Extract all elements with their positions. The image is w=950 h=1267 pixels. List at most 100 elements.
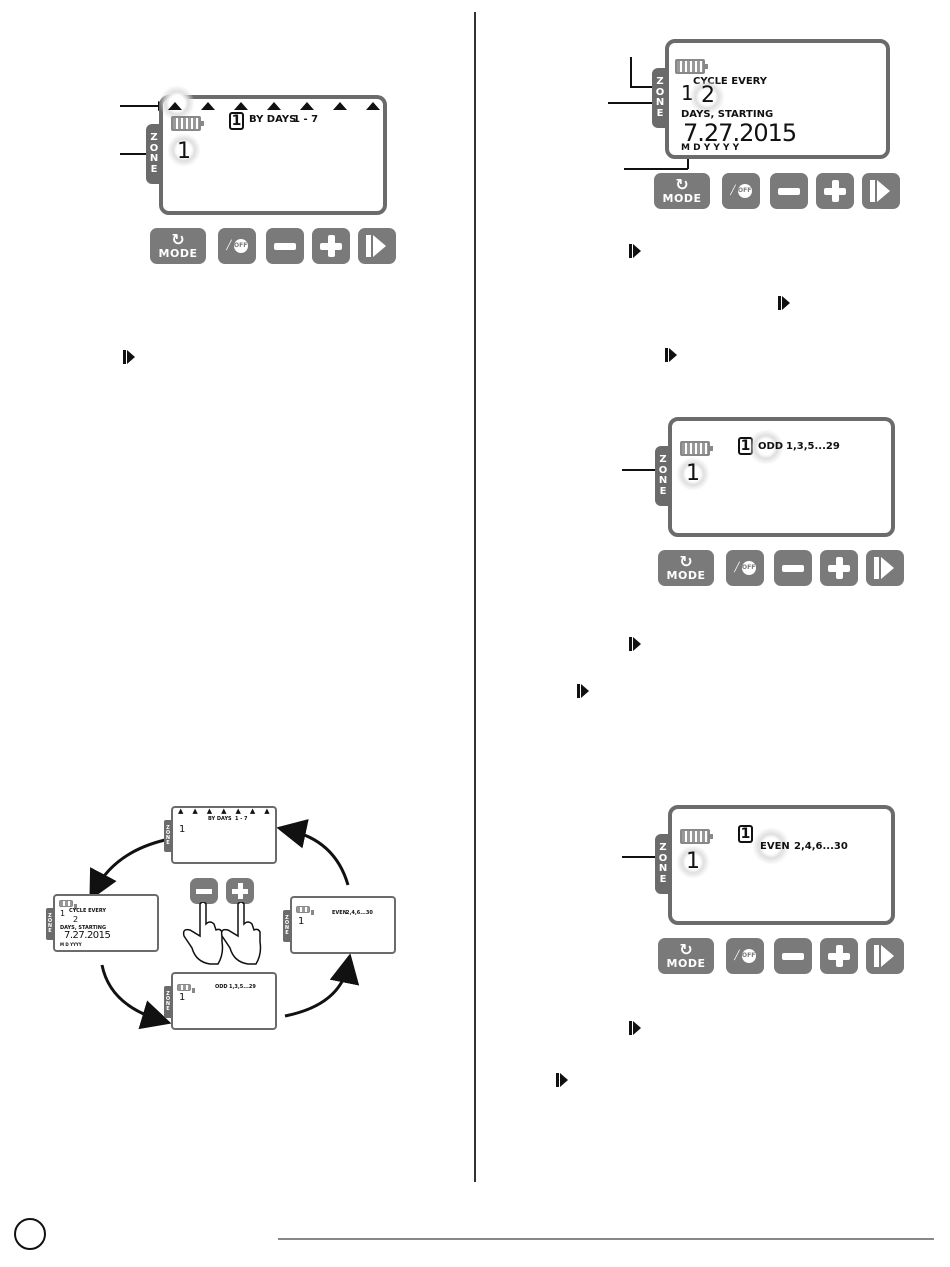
cycle-label: CYCLE EVERY <box>693 76 768 87</box>
footer-rule <box>278 1238 934 1240</box>
sprinkler-off-icon: ╱ <box>730 186 736 196</box>
next-arrow-icon <box>629 244 641 258</box>
plus-button[interactable] <box>226 878 254 904</box>
mode-button[interactable]: ↻ MODE <box>658 550 714 586</box>
plus-icon <box>828 557 850 579</box>
minus-button[interactable] <box>266 228 304 264</box>
callout-line <box>622 856 684 858</box>
day-markers: ▲▲▲▲▲▲▲ <box>178 807 279 815</box>
day-marker-icon <box>267 102 281 110</box>
cycle-arrow-icon: ↻ <box>675 175 689 194</box>
start-date: 7.27.2015 <box>64 930 111 941</box>
mode-label: BY DAYS <box>249 114 297 125</box>
battery-icon <box>59 900 77 909</box>
lcd-screen: CYCLE EVERY 1 2 DAYS, STARTING 7.27.2015… <box>665 39 890 159</box>
minus-button[interactable] <box>774 938 812 974</box>
day-list: 1,3,5...29 <box>229 984 256 990</box>
minus-button[interactable] <box>770 173 808 209</box>
sprinkler-off-icon: ╱ <box>734 563 740 573</box>
minus-icon <box>196 888 212 894</box>
next-arrow-icon <box>874 557 896 579</box>
callout-line <box>630 57 632 87</box>
off-button[interactable]: ╱ OFF <box>722 173 760 209</box>
sprinkler-off-icon: ╱ <box>226 241 232 251</box>
mini-lcd-by-days: ▲▲▲▲▲▲▲ BY DAYS 1 - 7 1 <box>171 806 277 864</box>
minus-button[interactable] <box>774 550 812 586</box>
minus-button[interactable] <box>190 878 218 904</box>
callout-line <box>624 168 688 170</box>
battery-icon <box>675 59 708 74</box>
lcd-screen: 1 BY DAYS 1 - 7 1 <box>159 85 387 215</box>
zone-number: 1 <box>179 992 186 1003</box>
day-list: 1,3,5...29 <box>786 441 840 452</box>
day-list: 2,4,6...30 <box>346 910 373 916</box>
mode-button[interactable]: ↻ MODE <box>654 173 710 209</box>
flash-highlight <box>676 845 710 879</box>
mode-label: BY DAYS <box>208 816 232 822</box>
date-legend: M D YYYY <box>60 942 82 947</box>
mode-label: ODD <box>758 441 784 452</box>
column-divider <box>474 12 476 1182</box>
next-arrow-icon <box>874 945 896 967</box>
day-range: 1 - 7 <box>235 816 248 822</box>
callout-line <box>622 469 684 471</box>
battery-icon <box>177 984 195 993</box>
zone-number: 1 <box>686 849 700 874</box>
mode-label: ODD <box>215 984 228 990</box>
day-marker-icon <box>300 102 314 110</box>
zone-number: 1 <box>298 916 305 927</box>
minus-icon <box>274 242 296 250</box>
day-marker-icon <box>168 102 182 110</box>
plus-icon <box>320 235 342 257</box>
plus-icon <box>824 180 846 202</box>
next-button[interactable] <box>862 173 900 209</box>
next-arrow-icon <box>366 235 388 257</box>
day-marker-icon <box>366 102 380 110</box>
program-icon: 1 <box>229 112 244 130</box>
battery-icon <box>296 906 314 915</box>
mode-label: EVEN <box>332 910 347 916</box>
next-button[interactable] <box>866 550 904 586</box>
plus-button[interactable] <box>312 228 350 264</box>
zone-number: 1 <box>686 461 700 486</box>
off-button[interactable]: ╱ OFF <box>726 938 764 974</box>
next-button[interactable] <box>358 228 396 264</box>
mode-label: EVEN <box>760 841 790 852</box>
pointing-hands-icon <box>182 902 262 965</box>
day-marker-icon <box>201 102 215 110</box>
flash-highlight <box>167 133 201 167</box>
flash-highlight <box>689 79 725 115</box>
days-starting-label: DAYS, STARTING <box>60 925 107 931</box>
date-legend: M D Y Y Y Y <box>681 143 740 153</box>
mini-lcd-odd: ODD 1,3,5...29 1 <box>171 972 277 1030</box>
next-arrow-icon <box>556 1073 568 1087</box>
lcd-screen: 1 ODD 1,3,5...29 1 <box>668 417 895 537</box>
next-arrow-icon <box>577 684 589 698</box>
day-marker-icon <box>234 102 248 110</box>
next-arrow-icon <box>665 348 677 362</box>
zone-number: 1 <box>60 909 66 918</box>
mode-button[interactable]: ↻ MODE <box>150 228 206 264</box>
off-button[interactable]: ╱ OFF <box>726 550 764 586</box>
start-date: 7.27.2015 <box>683 119 797 147</box>
sprinkler-off-icon: ╱ <box>734 951 740 961</box>
plus-button[interactable] <box>820 938 858 974</box>
zone-number: 1 <box>179 824 186 835</box>
cycle-label: CYCLE EVERY <box>69 908 107 914</box>
plus-icon <box>232 883 248 899</box>
program-icon: 1 <box>738 825 753 843</box>
lcd-screen: 1 EVEN 2,4,6...30 1 <box>668 805 895 925</box>
minus-icon <box>782 952 804 960</box>
next-button[interactable] <box>866 938 904 974</box>
mode-button[interactable]: ↻ MODE <box>658 938 714 974</box>
off-button[interactable]: ╱ OFF <box>218 228 256 264</box>
plus-button[interactable] <box>816 173 854 209</box>
battery-icon <box>680 829 713 844</box>
plus-button[interactable] <box>820 550 858 586</box>
